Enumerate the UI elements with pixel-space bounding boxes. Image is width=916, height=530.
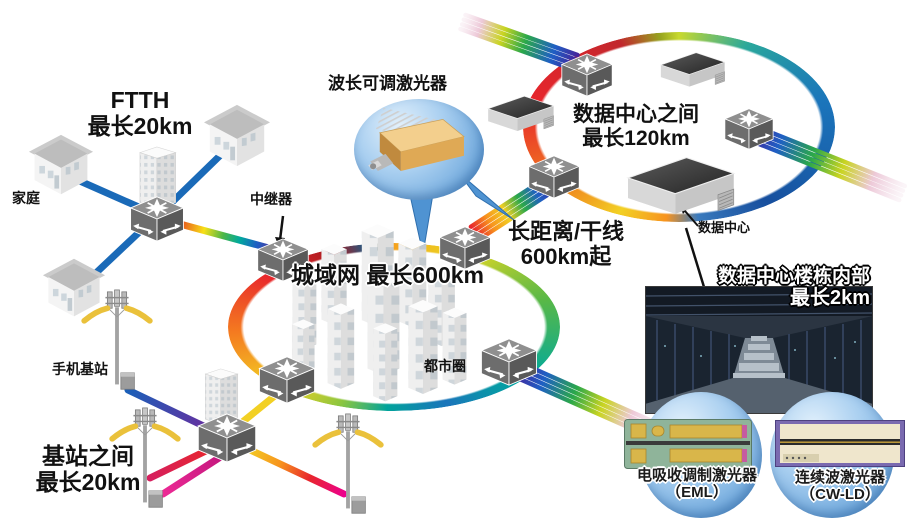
- tunable-laser-label: 波长可调激光器: [328, 74, 447, 93]
- cwld-chip-icon: [775, 420, 905, 467]
- network-switch-icon: [528, 155, 580, 199]
- eml-label-line2: （EML）: [666, 483, 728, 501]
- tunable-laser-icon: [366, 106, 472, 194]
- cell-tower-icon: [78, 288, 156, 396]
- dc-building-title: 数据中心楼栋内部 最长2km: [718, 266, 870, 310]
- eml-label: 电吸收调制激光器 （EML）: [622, 467, 772, 502]
- ftth-title-line1: FTTH: [110, 87, 170, 113]
- network-switch-icon: [724, 108, 774, 150]
- house-icon: [28, 133, 94, 197]
- eml-chip-icon: [624, 419, 752, 469]
- datacenter-box-icon: [477, 92, 555, 138]
- photo-connector-line: [684, 227, 706, 288]
- ftth-title-line2: 最长20km: [87, 112, 193, 139]
- fiber-bundle-dc-east: [746, 123, 908, 203]
- dc-building-title-line2: 最长2km: [789, 287, 870, 310]
- dc-ring-title-line2: 最长120km: [582, 126, 690, 150]
- network-switch-icon: [258, 356, 316, 404]
- dc-ring-title-line1: 数据中心之间: [573, 103, 699, 126]
- network-switch-icon: [128, 196, 186, 242]
- network-switch-icon: [561, 53, 613, 97]
- base-links-title: 基站之间 最长20km: [18, 443, 158, 496]
- long-haul-title-line1: 长距离/干线: [507, 219, 625, 244]
- metro-title: 城域网 最长600km: [291, 262, 485, 288]
- datacenter-label: 数据中心: [698, 220, 751, 235]
- base-station-links: [124, 386, 348, 498]
- base-links-title-line2: 最长20km: [35, 468, 141, 495]
- cell-tower-icon: [308, 412, 388, 520]
- dc-building-title-line1: 数据中心楼栋内部: [717, 266, 870, 287]
- cwld-label-line2: （CW-LD）: [800, 485, 880, 503]
- datacenter-box-icon: [650, 48, 726, 94]
- ftth-to-repeater-link: [176, 220, 280, 254]
- eml-label-line1: 电吸收调制激光器: [636, 467, 757, 484]
- long-haul-title: 长距离/干线 600km起: [496, 219, 636, 269]
- laser-bubble-tails: [407, 171, 515, 255]
- fiber-bundle-dc-northwest: [458, 12, 580, 72]
- metro-area-label: 都市圈: [424, 358, 466, 374]
- network-switch-icon: [480, 338, 538, 386]
- mobile-base-label: 手机基站: [52, 361, 108, 377]
- datacenter-main-box-icon: [610, 152, 736, 224]
- cwld-label-line1: 连续波激光器: [794, 469, 885, 486]
- dc-ring-title: 数据中心之间 最长120km: [560, 103, 712, 150]
- network-switch-icon: [196, 413, 258, 463]
- base-links-title-line1: 基站之间: [42, 443, 134, 469]
- cwld-label: 连续波激光器 （CW-LD）: [770, 469, 910, 504]
- long-haul-title-line2: 600km起: [520, 243, 612, 269]
- home-label: 家庭: [12, 190, 40, 206]
- repeater-label: 中继器: [250, 191, 292, 207]
- ftth-title: FTTH 最长20km: [70, 87, 210, 140]
- house-icon: [203, 103, 271, 169]
